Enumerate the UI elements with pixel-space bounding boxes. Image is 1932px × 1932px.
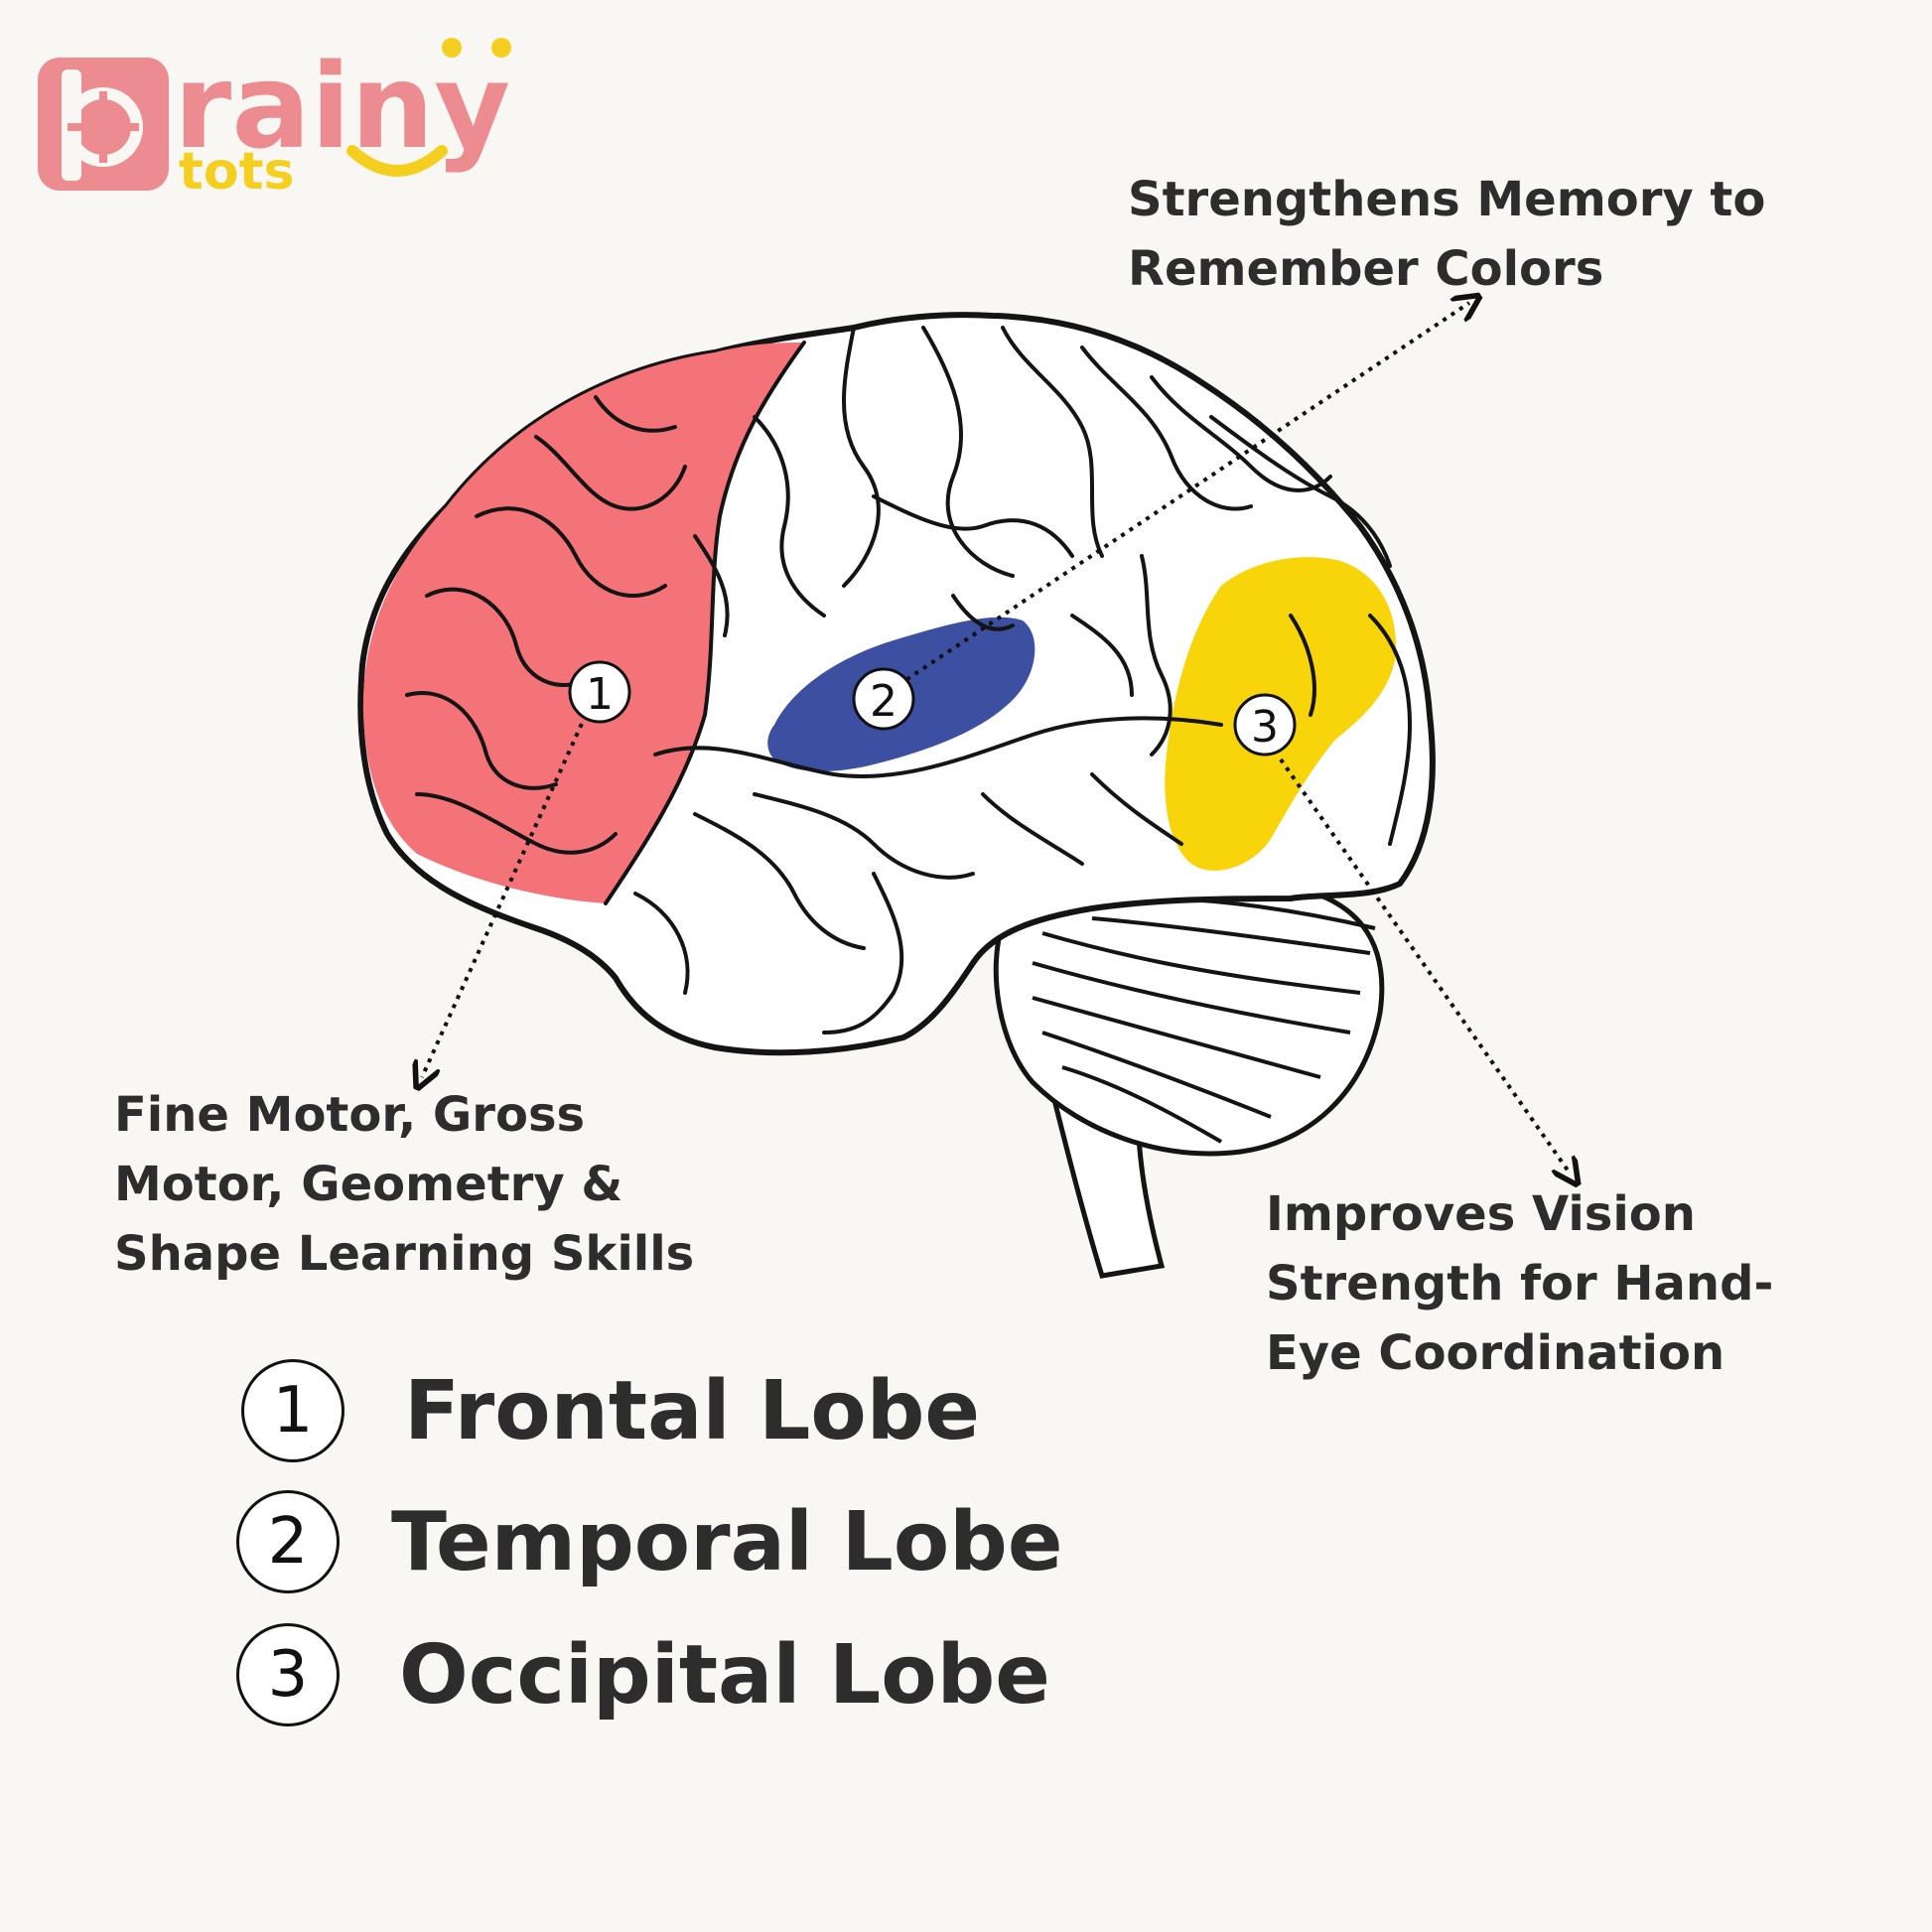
cerebellum-folds [1032, 897, 1376, 1144]
logo-word-tots: tots [179, 142, 294, 202]
cerebellum [993, 878, 1385, 1157]
callout-vision-line-1: Improves Vision [1266, 1186, 1696, 1242]
brainy-tots-logo: rainy tots [38, 38, 511, 202]
callout-vision-line-3: Eye Coordination [1266, 1325, 1725, 1381]
marker-3-number: 3 [1251, 702, 1279, 753]
legend-badge-3: 3 [236, 1623, 340, 1726]
legend-label-frontal: Frontal Lobe [404, 1363, 981, 1458]
callout-motor-line-1: Fine Motor, Gross [114, 1087, 586, 1143]
callout-motor: Fine Motor, Gross Motor, Geometry & Shap… [114, 1080, 694, 1289]
logo-word-rainy: rainy [174, 38, 510, 175]
connector-motor [422, 714, 588, 1077]
brain-folds [405, 326, 1413, 1035]
callout-vision-line-2: Strength for Hand- [1266, 1256, 1774, 1311]
frontal-lobe [362, 343, 804, 903]
callout-motor-line-2: Motor, Geometry & [114, 1157, 623, 1212]
legend-badge-1: 1 [241, 1359, 345, 1462]
callout-motor-line-3: Shape Learning Skills [114, 1226, 695, 1282]
callout-connectors [422, 303, 1571, 1174]
marker-1-number: 1 [586, 669, 614, 720]
legend-item-occipital: 3 Occipital Lobe [236, 1620, 1050, 1729]
callout-memory-line-1: Strengthens Memory to [1128, 172, 1766, 227]
callout-vision: Improves Vision Strength for Hand- Eye C… [1266, 1179, 1773, 1388]
callout-memory-line-2: Remember Colors [1128, 241, 1604, 297]
callout-memory: Strengthens Memory to Remember Colors [1128, 165, 1765, 304]
marker-1: 1 [568, 660, 631, 724]
legend-item-frontal: 1 Frontal Lobe [241, 1356, 980, 1465]
lobe-markers: 1 2 3 [568, 660, 1297, 757]
marker-2: 2 [852, 667, 915, 731]
legend-badge-2: 2 [236, 1490, 340, 1593]
marker-3: 3 [1233, 693, 1297, 757]
marker-2-number: 2 [870, 676, 897, 727]
logo-smile-icon [346, 145, 448, 177]
legend-item-temporal: 2 Temporal Lobe [236, 1487, 1062, 1596]
legend-label-temporal: Temporal Lobe [391, 1494, 1063, 1589]
legend-label-occipital: Occipital Lobe [399, 1627, 1050, 1723]
